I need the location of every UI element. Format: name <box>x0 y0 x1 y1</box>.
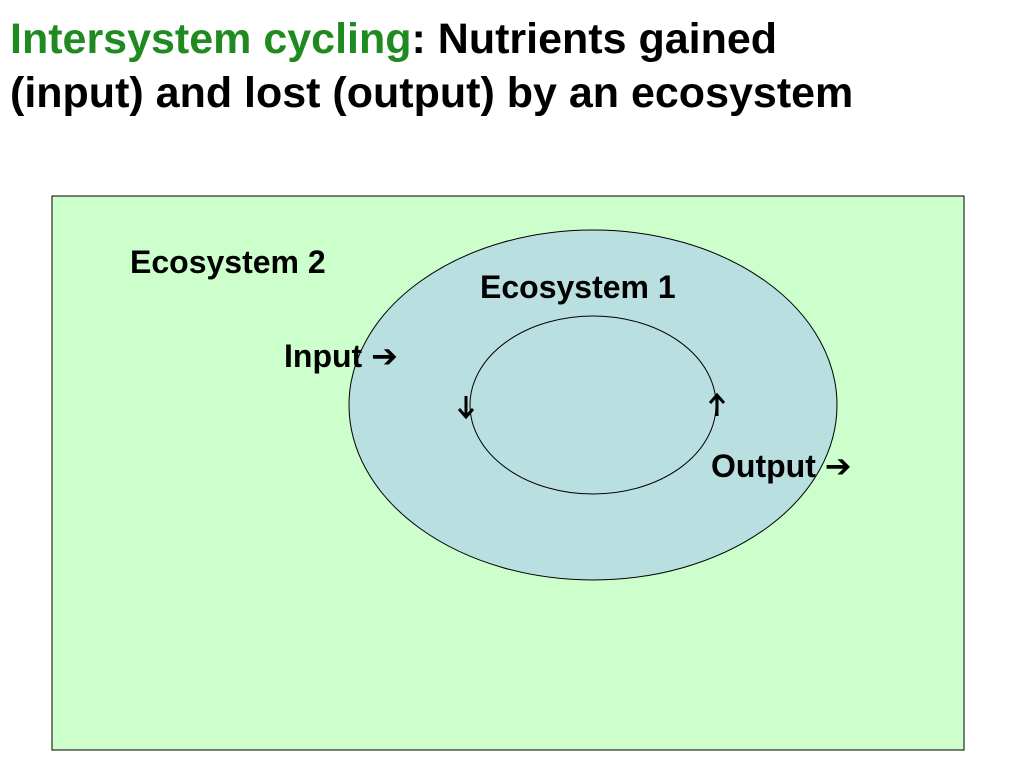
ecosystem-1-label: Ecosystem 1 <box>480 269 676 305</box>
title-rest-line1: : Nutrients gained <box>411 15 778 63</box>
slide-title: Intersystem cycling: Nutrients gained (in… <box>10 12 1020 120</box>
output-arrow-icon: ➔ <box>824 447 852 485</box>
down-arrow-icon <box>457 396 475 420</box>
input-label-group: Input ➔ <box>284 337 398 375</box>
title-highlight: Intersystem cycling <box>10 15 412 63</box>
ecosystem-1-ellipse <box>348 229 838 581</box>
title-rest-line2: (input) and lost (output) by an ecosyste… <box>10 69 854 117</box>
output-label-group: Output ➔ <box>711 447 852 485</box>
up-arrow-icon <box>708 392 726 416</box>
input-arrow-icon: ➔ <box>371 337 398 375</box>
ecosystem-2-label: Ecosystem 2 <box>130 244 326 280</box>
output-label: Output <box>711 448 816 484</box>
input-label: Input <box>284 338 363 374</box>
